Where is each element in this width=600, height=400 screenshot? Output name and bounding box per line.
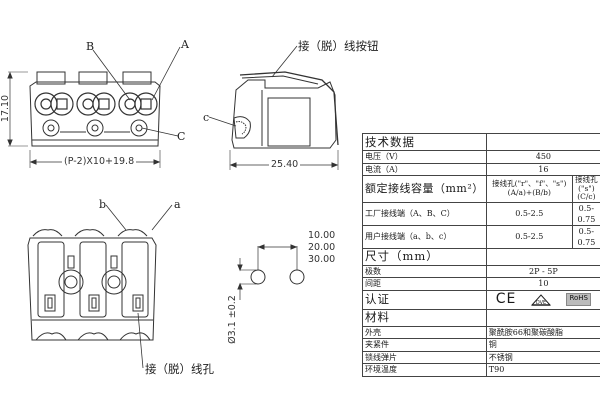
capacity-col1: 接线孔("r"、"f"、"s") (A/a)+(B/b)	[485, 175, 573, 203]
table-row: 环境温度 T90	[362, 363, 600, 377]
table-row: 工厂接线端（A、B、C） 0.5-2.5 0.5-0.75	[362, 201, 600, 226]
housing-value: 聚酰胺66和聚碳酸脂	[485, 325, 600, 339]
user-col1: 0.5-2.5	[485, 224, 573, 249]
spring-label: 锁线弹片	[362, 350, 487, 364]
factory-col2: 0.5-0.75	[571, 201, 600, 226]
table-row: 技术数据	[362, 133, 600, 151]
table-row: 夹紧件 铜	[362, 338, 600, 352]
bottom-view-drawing	[27, 204, 173, 369]
width-dimension: (P-2)X10+19.8	[62, 156, 137, 167]
material-header: 材料	[362, 308, 487, 327]
svg-text:DVE: DVE	[536, 300, 546, 306]
hole-diameter: Ø3.1 ±0.2	[226, 295, 238, 344]
capacity-col1-line2: (A/a)+(B/b)	[507, 187, 551, 197]
label-b-lower: b	[99, 198, 107, 211]
capacity-col2: 接线孔("s") (C/c)	[571, 175, 600, 203]
factory-col1: 0.5-2.5	[485, 201, 573, 226]
table-row: 额定接线容量（mm²） 接线孔("r"、"f"、"s") (A/a)+(B/b)…	[362, 175, 600, 203]
rohs-mark-icon: RoHS	[566, 293, 591, 306]
release-hole-label: 接（脱）线孔	[145, 362, 214, 376]
label-c-upper: C	[177, 130, 186, 143]
table-row: 间距 10	[362, 277, 600, 291]
tech-header: 技术数据	[362, 133, 487, 151]
temp-label: 环境温度	[362, 363, 487, 377]
spec-table: 技术数据 电压（V） 450 电流（A） 16 额定接线容量（mm²） 接线孔(…	[362, 133, 600, 377]
table-row: 电流（A） 16	[362, 162, 600, 176]
vde-mark-icon: DVE	[531, 293, 552, 306]
housing-label: 外壳	[362, 325, 487, 339]
clamp-label: 夹紧件	[362, 338, 487, 352]
table-row: 外壳 聚酰胺66和聚碳酸脂	[362, 325, 600, 339]
capacity-col2-line2: (C/c)	[577, 192, 596, 201]
user-label: 用户接线端（a、b、c）	[362, 224, 487, 249]
side-view-drawing	[208, 45, 339, 170]
table-row: 锁线弹片 不锈钢	[362, 350, 600, 364]
table-row: 尺寸（mm）	[362, 247, 600, 266]
table-row: 极数 2P - 5P	[362, 264, 600, 278]
pitch-value: 10	[485, 277, 600, 291]
depth-dimension: 25.40	[269, 159, 301, 170]
capacity-col1-line1: 接线孔("r"、"f"、"s")	[492, 179, 567, 189]
cert-label: 认证	[362, 289, 487, 310]
pitch-label: 间距	[362, 277, 487, 291]
table-row: 用户接线端（a、b、c） 0.5-2.5 0.5-0.75	[362, 224, 600, 249]
pitch-20: 20.00	[308, 242, 336, 253]
cert-marks: CE DVE RoHS	[485, 289, 600, 310]
label-a-lower: a	[174, 198, 181, 211]
spring-value: 不锈钢	[485, 350, 600, 364]
current-label: 电流（A）	[362, 162, 487, 176]
height-dimension: 17.10	[0, 94, 12, 123]
voltage-value: 450	[485, 150, 600, 164]
voltage-label: 电压（V）	[362, 150, 487, 164]
table-row: 电压（V） 450	[362, 150, 600, 164]
size-header: 尺寸（mm）	[362, 247, 487, 266]
capacity-col2-line1: 接线孔("s")	[575, 175, 598, 193]
hole-pattern-drawing	[237, 244, 305, 300]
user-col2: 0.5-0.75	[571, 224, 600, 249]
clamp-value: 铜	[485, 338, 600, 352]
table-row: 材料	[362, 308, 600, 327]
table-row: 认证 CE DVE RoHS	[362, 289, 600, 310]
pitch-10: 10.00	[308, 230, 336, 241]
pitch-30: 30.00	[308, 254, 336, 265]
ce-mark-icon: CE	[495, 291, 517, 307]
poles-value: 2P - 5P	[485, 264, 600, 278]
label-c-lower: c	[203, 111, 210, 124]
front-view-drawing	[7, 46, 181, 168]
label-b-upper: B	[86, 40, 95, 53]
label-a-upper: A	[181, 38, 189, 51]
release-button-label: 接（脱）线按钮	[298, 39, 379, 53]
factory-label: 工厂接线端（A、B、C）	[362, 201, 487, 226]
current-value: 16	[485, 162, 600, 176]
poles-label: 极数	[362, 264, 487, 278]
capacity-label: 额定接线容量（mm²）	[362, 175, 487, 203]
temp-value: T90	[485, 363, 600, 377]
